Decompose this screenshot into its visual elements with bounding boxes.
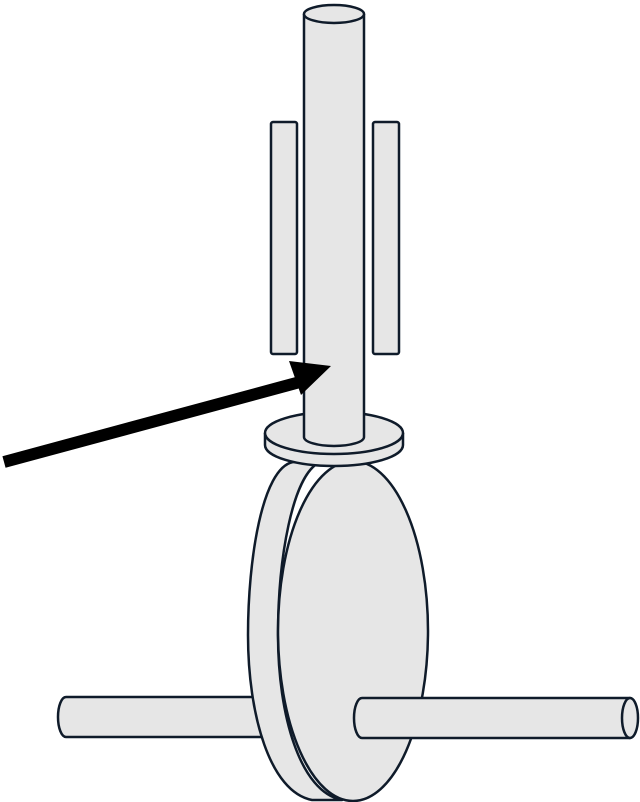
right-bearing-plate <box>371 120 401 356</box>
horizontal-axle-right <box>352 696 640 740</box>
shaft-top-end <box>302 3 366 25</box>
horizontal-axle-left <box>56 695 264 739</box>
vertical-shaft <box>302 3 366 448</box>
pointer-arrow <box>2 361 331 468</box>
left-bearing-plate <box>269 120 299 356</box>
disc-face <box>276 459 430 802</box>
disc-wheel <box>246 459 430 802</box>
